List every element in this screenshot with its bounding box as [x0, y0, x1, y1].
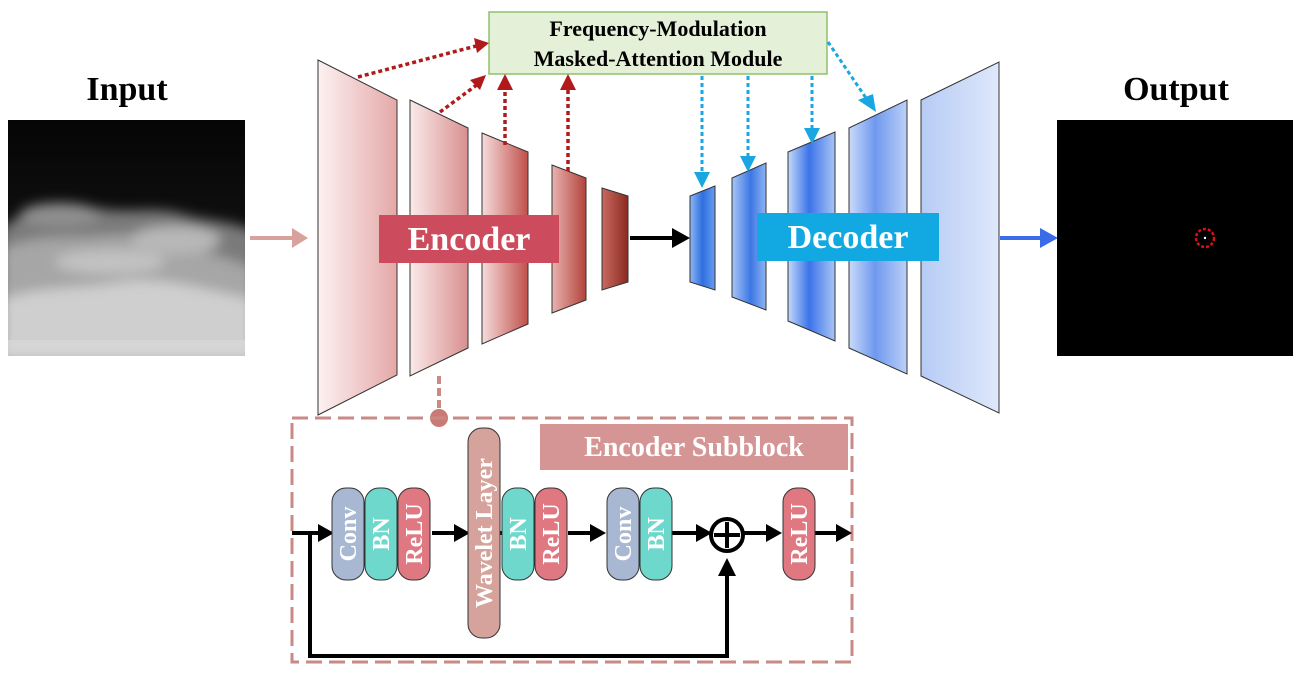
encoder-skip-head-4 [560, 74, 576, 90]
layer-label-conv-2: Conv [611, 507, 637, 562]
layer-pill-conv-2 [606, 487, 640, 581]
fm-module-box [488, 11, 828, 75]
decoder-skip-head-2 [740, 156, 756, 172]
layer-label-bn-3: BN [644, 517, 670, 551]
target-point [1203, 236, 1207, 240]
decoder-skip-arrow-heads [694, 94, 876, 188]
output-arrow-head [1040, 228, 1058, 248]
input-arrow-head [292, 228, 308, 248]
layer-label-wavelet: Wavelet Layer [472, 458, 498, 608]
encoder-subblock-frame [290, 416, 854, 664]
encoder-skip-arrow-2 [438, 82, 480, 114]
decoder-skip-head-1 [694, 172, 710, 188]
layer-pill-wavelet [467, 427, 501, 639]
layer-pill-relu-3 [782, 487, 816, 581]
layer-pill-relu-2 [534, 487, 568, 581]
subblock-flow [292, 531, 838, 658]
layer-label-relu-2: ReLU [539, 503, 565, 564]
subblock-layers: Conv BN ReLU Wavelet Layer BN ReLU Conv … [331, 427, 816, 639]
subblock-flow-heads [318, 524, 852, 576]
input-image [8, 120, 245, 356]
input-label: Input [86, 71, 168, 108]
layer-pill-bn-2 [501, 487, 535, 581]
decoder-block-5 [920, 61, 1000, 414]
encoder-badge-label: Encoder [408, 221, 531, 258]
target-circle [1194, 227, 1216, 249]
decoder-block-1 [689, 185, 716, 291]
fm-module-title-line1: Frequency-Modulation [549, 16, 766, 41]
decoder-badge-label: Decoder [788, 219, 909, 256]
layer-label-bn-1: BN [369, 517, 395, 551]
decoder-skip-head-4 [858, 94, 876, 112]
encoder-skip-arrows [357, 44, 570, 171]
encoder-subblock-title: Encoder Subblock [584, 432, 804, 463]
layer-label-relu-3: ReLU [787, 503, 813, 564]
layer-pill-conv-1 [331, 487, 365, 581]
layer-pill-bn-1 [364, 487, 398, 581]
decoder-skip-head-3 [804, 128, 820, 144]
decoder-block-2 [731, 162, 767, 311]
encoder-skip-arrow-heads [470, 38, 576, 90]
encoder-skip-head-1 [474, 38, 489, 53]
decoder-badge [757, 213, 939, 261]
encoder-block-1 [317, 59, 398, 416]
encoder-skip-head-3 [497, 74, 513, 90]
layer-label-relu-1: ReLU [402, 503, 428, 564]
output-image [1057, 120, 1293, 356]
fm-module-title-line2: Masked-Attention Module [534, 46, 783, 71]
layer-pill-bn-3 [639, 487, 673, 581]
encoder-skip-head-2 [470, 75, 486, 90]
layer-pill-relu-1 [397, 487, 431, 581]
residual-add-icon [709, 517, 745, 553]
layer-label-conv-1: Conv [336, 507, 362, 562]
encoder-block-5 [601, 187, 629, 291]
encoder-badge [379, 215, 559, 263]
bottleneck-arrow-head [672, 228, 690, 248]
decoder-skip-arrow-4 [826, 41, 868, 99]
decoder-skip-arrows [700, 41, 868, 172]
layer-label-bn-2: BN [506, 517, 532, 551]
output-label: Output [1123, 71, 1229, 108]
encoder-skip-arrow-1 [357, 44, 477, 79]
encoder-subblock-title-box [540, 424, 848, 470]
encoder-block-4 [551, 164, 587, 314]
